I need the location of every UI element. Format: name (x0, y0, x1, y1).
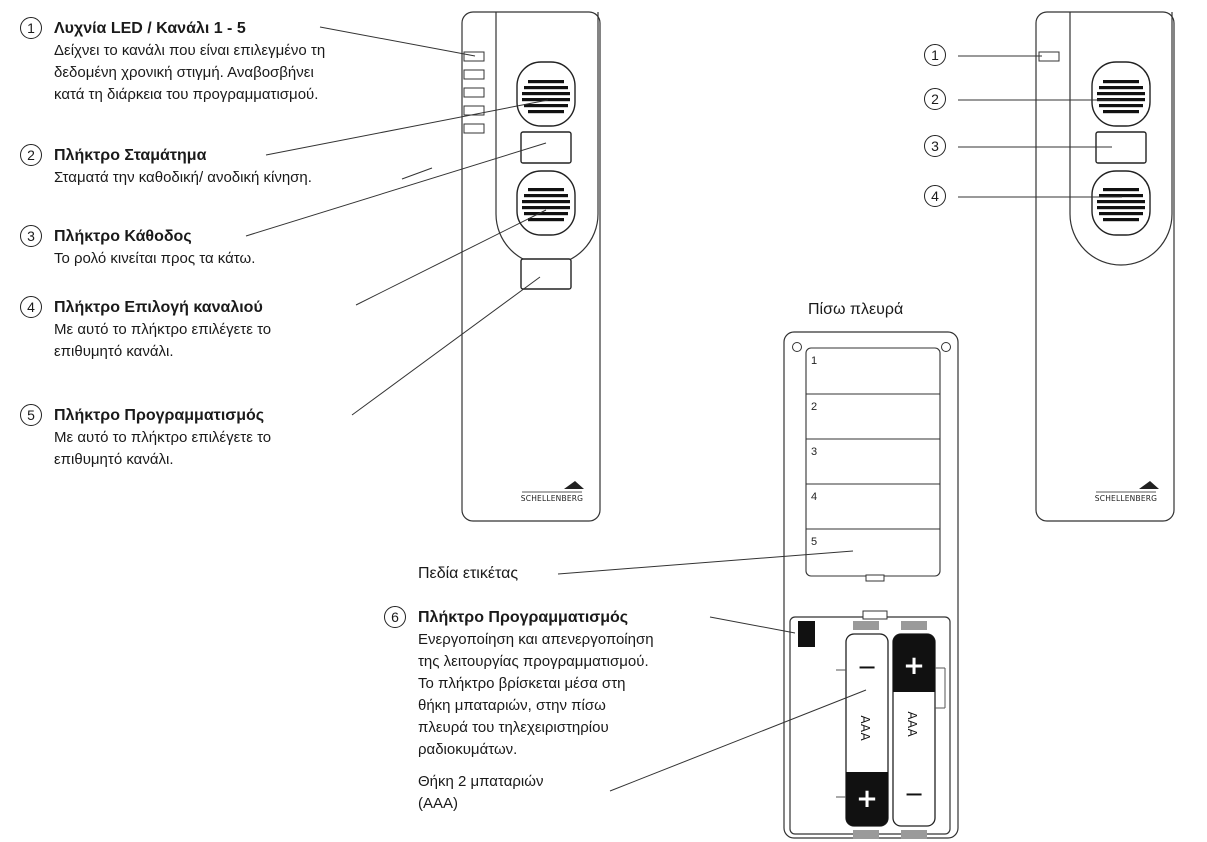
label-slot-1: 1 (811, 355, 817, 367)
legend-title-2: Πλήκτρο Σταμάτημα (54, 147, 207, 164)
program-button-back (798, 621, 815, 647)
back-remote: 1 2 3 4 5 + − AAA + − A (783, 331, 959, 839)
label-slot-2: 2 (811, 401, 817, 413)
label-fields-caption: Πεδία ετικέτας (418, 565, 519, 582)
up-button-right (1091, 61, 1151, 127)
svg-text:+: + (903, 651, 925, 681)
led-indicators (463, 51, 485, 134)
right-callout-4: 4 (924, 185, 946, 207)
legend-number-2: 2 (20, 144, 42, 166)
right-callout-3: 3 (924, 135, 946, 157)
legend-title-3: Πλήκτρο Κάθοδος (54, 228, 192, 245)
front-remote-left: SCHELLENBERG (461, 11, 601, 522)
svg-text:−: − (904, 780, 924, 808)
brand-logo-left: SCHELLENBERG (521, 481, 584, 503)
legend-number-5: 5 (20, 404, 42, 426)
legend-title-5: Πλήκτρο Προγραμματισμός (54, 407, 265, 424)
channel-select-button (520, 258, 572, 290)
brand-logo-right: SCHELLENBERG (1095, 481, 1159, 503)
battery-1: + − AAA (836, 633, 889, 827)
svg-text:SCHELLENBERG: SCHELLENBERG (1095, 494, 1157, 503)
svg-text:+: + (856, 784, 878, 814)
leader-lines-left (245, 26, 549, 416)
legend-number-4: 4 (20, 296, 42, 318)
legend-item-6: 6 Πλήκτρο Προγραμματισμός Ενεργοποίηση κ… (384, 606, 654, 761)
label-slot-3: 3 (811, 446, 817, 458)
legend-number-1: 1 (20, 17, 42, 39)
legend-title-4: Πλήκτρο Επιλογή καναλιού (54, 299, 263, 316)
down-button (516, 170, 576, 236)
label-slot-numbers: 1 2 3 4 5 (811, 355, 817, 548)
legend-item-3: 3 Πλήκτρο Κάθοδος Το ρολό κινείται προς … (20, 225, 255, 270)
stop-button (520, 131, 572, 164)
battery-2: + − AAA (892, 633, 946, 827)
right-callout-1: 1 (924, 44, 946, 66)
back-side-label: Πίσω πλευρά (808, 301, 904, 318)
legend-item-4: 4 Πλήκτρο Επιλογή καναλιού Με αυτό το πλ… (20, 296, 271, 363)
legend-number-3: 3 (20, 225, 42, 247)
legend-item-1: 1 Λυχνία LED / Κανάλι 1 - 5 Δείχνει το κ… (20, 17, 325, 106)
legend-item-5: 5 Πλήκτρο Προγραμματισμός Με αυτό το πλή… (20, 404, 271, 471)
svg-text:AAA: AAA (905, 711, 919, 737)
svg-text:SCHELLENBERG: SCHELLENBERG (521, 494, 583, 503)
svg-text:−: − (857, 653, 877, 681)
legend-title-6: Πλήκτρο Προγραμματισμός (418, 609, 629, 626)
legend-number-6: 6 (384, 606, 406, 628)
down-button-right (1091, 170, 1151, 236)
leader-lines-right (958, 55, 1122, 198)
legend-title-1: Λυχνία LED / Κανάλι 1 - 5 (54, 20, 246, 37)
label-slot-5: 5 (811, 536, 817, 548)
up-button (516, 61, 576, 127)
legend-item-2: 2 Πλήκτρο Σταμάτημα Σταματά την καθοδική… (20, 144, 312, 189)
front-remote-right: SCHELLENBERG (958, 11, 1175, 522)
leader-lines-back (557, 550, 867, 792)
right-callout-2: 2 (924, 88, 946, 110)
label-slot-4: 4 (811, 491, 817, 503)
battery-compartment-caption: Θήκη 2 μπαταριών (AAA) (418, 773, 544, 812)
svg-text:AAA: AAA (858, 715, 872, 741)
